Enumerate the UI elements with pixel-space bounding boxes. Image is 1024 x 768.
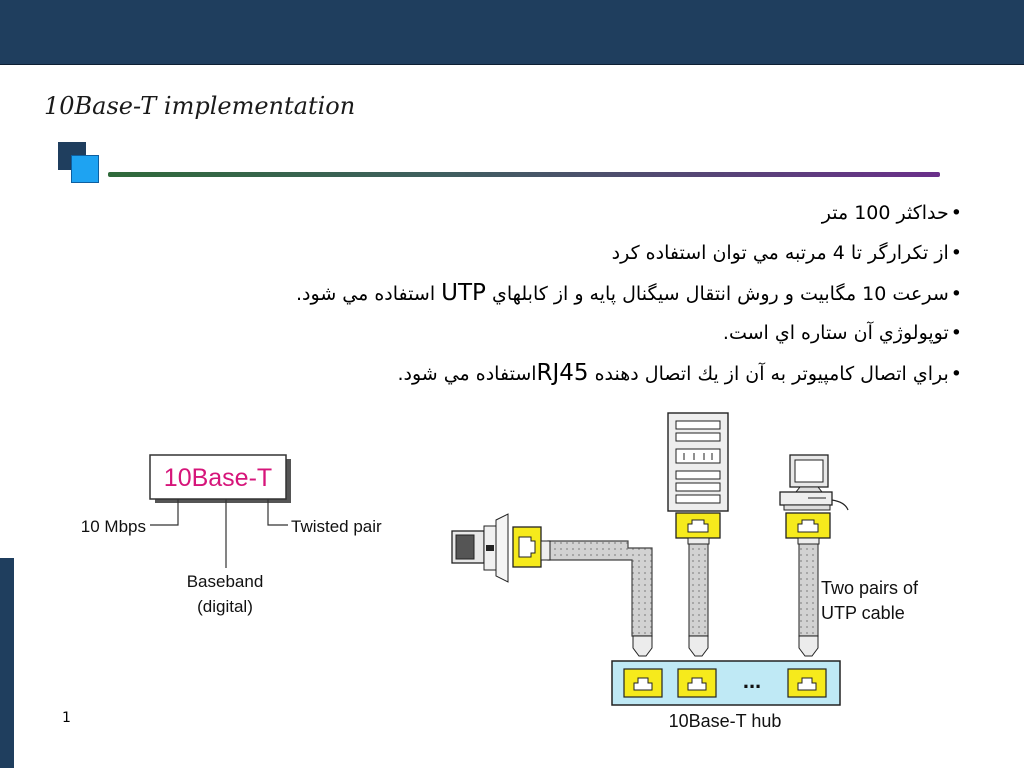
hub-port — [623, 668, 663, 698]
top-banner — [0, 0, 1024, 65]
bullet-text: استفاده مي شود. — [296, 283, 436, 305]
server-tower — [667, 412, 729, 512]
standard-box — [149, 454, 287, 500]
bullet-text: براي اتصال كامپيوتر به آن از يك اتصال ده… — [594, 363, 949, 385]
bullet-item-topology: توپولوژي آن ستاره اي است. — [142, 315, 962, 355]
speed-leader-line — [150, 499, 179, 526]
hub-port — [787, 668, 827, 698]
rj45-ports — [512, 512, 831, 568]
bullet-text: سرعت 10 مگابيت و روش انتقال سيگنال پايه … — [491, 283, 949, 305]
bullet-text: استفاده مي شود. — [397, 363, 537, 385]
bullet-term-utp: UTP — [441, 280, 486, 306]
bullet-item-rj45: براي اتصال كامپيوتر به آن از يك اتصال ده… — [142, 355, 962, 395]
signal-note: (digital) — [197, 597, 253, 616]
cable-plug — [540, 540, 551, 561]
hub-ellipsis: ... — [743, 668, 761, 693]
bullet-text: توپولوژي آن ستاره اي است. — [722, 322, 949, 344]
left-accent-strip — [0, 558, 14, 768]
utp-cable-server — [688, 541, 709, 637]
title-underline-rule — [108, 172, 940, 177]
cable-plug — [798, 635, 819, 657]
hub: ... — [611, 660, 841, 706]
hub-label: 10Base-T hub — [669, 711, 782, 731]
rj45-port-wall — [512, 526, 542, 568]
utp-cables — [540, 537, 820, 657]
hub-port — [677, 668, 717, 698]
medium-leader-line — [267, 499, 288, 526]
bullet-text: حداكثر 100 متر — [821, 202, 949, 224]
network-diagram: 10Base-T 10 Mbps Twisted pair Baseband (… — [81, 412, 919, 731]
utp-cable-pc — [798, 541, 819, 637]
page-number: 1 — [62, 710, 71, 726]
title-decoration-square-light — [71, 155, 99, 183]
medium-label: Twisted pair — [291, 517, 382, 536]
rj45-port-pc — [785, 512, 831, 539]
bullet-item-max-length: حداكثر 100 متر — [142, 195, 962, 235]
slide-title: 10Base-T implementation — [44, 92, 356, 120]
cable-plug — [632, 635, 653, 657]
wall-outlet-workstation — [451, 513, 509, 583]
naming-legend: 10Base-T 10 Mbps Twisted pair Baseband (… — [81, 454, 382, 616]
desktop-computer — [779, 454, 849, 511]
speed-label: 10 Mbps — [81, 517, 146, 536]
standard-name: 10Base-T — [164, 464, 272, 492]
star-topology: ... Two pairs of UTP cable 10Base-T hub — [451, 412, 919, 731]
rj45-port-server — [675, 512, 721, 539]
bullet-item-repeaters: از تكرارگر تا 4 مرتبه مي توان استفاده كر… — [142, 235, 962, 275]
bullet-term-rj45: RJ45 — [536, 360, 589, 386]
utp-cable-wall — [547, 540, 653, 637]
cable-label-line2: UTP cable — [821, 603, 905, 623]
bullet-text: از تكرارگر تا 4 مرتبه مي توان استفاده كر… — [611, 242, 949, 264]
cable-plug — [688, 635, 709, 657]
bullet-item-speed-utp: سرعت 10 مگابيت و روش انتقال سيگنال پايه … — [142, 275, 962, 315]
signal-label: Baseband — [187, 572, 264, 591]
cable-label-line1: Two pairs of — [821, 578, 919, 598]
bullet-list: حداكثر 100 متر از تكرارگر تا 4 مرتبه مي … — [142, 195, 962, 395]
